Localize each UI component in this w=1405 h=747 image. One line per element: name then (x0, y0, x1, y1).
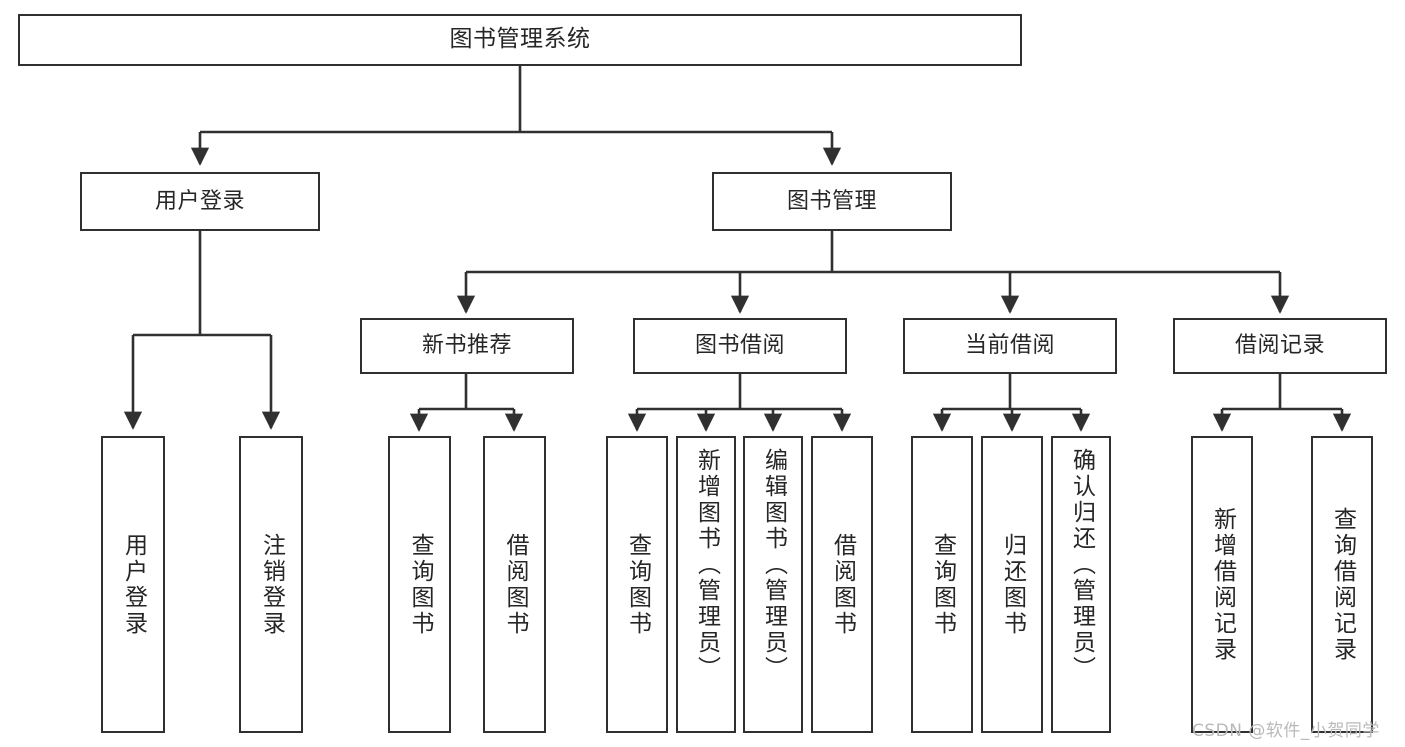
node-book-borrow-label: 图书借阅 (694, 333, 785, 359)
leaf-add-borrow-record-label: 新增借阅记录 (1209, 506, 1236, 663)
node-new-book-recommend-label: 新书推荐 (421, 333, 512, 359)
node-new-book-recommend[interactable]: 新书推荐 (360, 318, 574, 374)
node-user-login-label: 用户登录 (154, 188, 245, 214)
node-borrow-record[interactable]: 借阅记录 (1173, 318, 1387, 374)
leaf-query-book-1-label: 查询图书 (407, 532, 433, 637)
leaf-borrow-book-2[interactable]: 借阅图书 (811, 436, 873, 733)
node-book-management[interactable]: 图书管理 (712, 172, 952, 231)
node-book-management-label: 图书管理 (786, 188, 877, 214)
leaf-add-book-admin[interactable]: 新增图书（管理员） (676, 436, 736, 733)
leaf-query-borrow-record[interactable]: 查询借阅记录 (1311, 436, 1373, 733)
leaf-edit-book-admin[interactable]: 编辑图书（管理员） (743, 436, 803, 733)
leaf-logout[interactable]: 注销登录 (239, 436, 303, 733)
leaf-query-book-2-label: 查询图书 (624, 532, 651, 637)
leaf-add-book-admin-label: 新增图书（管理员） (693, 448, 720, 682)
leaf-logout-label: 注销登录 (258, 532, 285, 637)
leaf-confirm-return-admin[interactable]: 确认归还（管理员） (1051, 436, 1111, 733)
leaf-add-borrow-record[interactable]: 新增借阅记录 (1191, 436, 1253, 733)
leaf-user-login[interactable]: 用户登录 (101, 436, 165, 733)
node-user-login[interactable]: 用户登录 (80, 172, 320, 231)
leaf-user-login-label: 用户登录 (120, 532, 147, 637)
node-book-borrow[interactable]: 图书借阅 (633, 318, 847, 374)
leaf-query-book-3-label: 查询图书 (929, 532, 956, 637)
leaf-return-book[interactable]: 归还图书 (981, 436, 1043, 733)
leaf-edit-book-admin-label: 编辑图书（管理员） (760, 448, 787, 682)
leaf-borrow-book-2-label: 借阅图书 (829, 532, 856, 637)
leaf-query-book-2[interactable]: 查询图书 (606, 436, 668, 733)
leaf-query-borrow-record-label: 查询借阅记录 (1329, 506, 1356, 663)
leaf-borrow-book-1[interactable]: 借阅图书 (483, 436, 546, 733)
leaf-return-book-label: 归还图书 (999, 532, 1026, 637)
leaf-borrow-book-1-label: 借阅图书 (502, 532, 528, 637)
leaf-query-book-3[interactable]: 查询图书 (911, 436, 973, 733)
watermark: CSDN @软件_小贺同学 (1192, 721, 1380, 741)
node-current-borrow[interactable]: 当前借阅 (903, 318, 1117, 374)
node-root[interactable]: 图书管理系统 (18, 14, 1022, 66)
node-root-label: 图书管理系统 (449, 26, 591, 53)
leaf-query-book-1[interactable]: 查询图书 (388, 436, 451, 733)
node-borrow-record-label: 借阅记录 (1234, 333, 1325, 359)
leaf-confirm-return-admin-label: 确认归还（管理员） (1068, 448, 1095, 682)
node-current-borrow-label: 当前借阅 (964, 333, 1055, 359)
